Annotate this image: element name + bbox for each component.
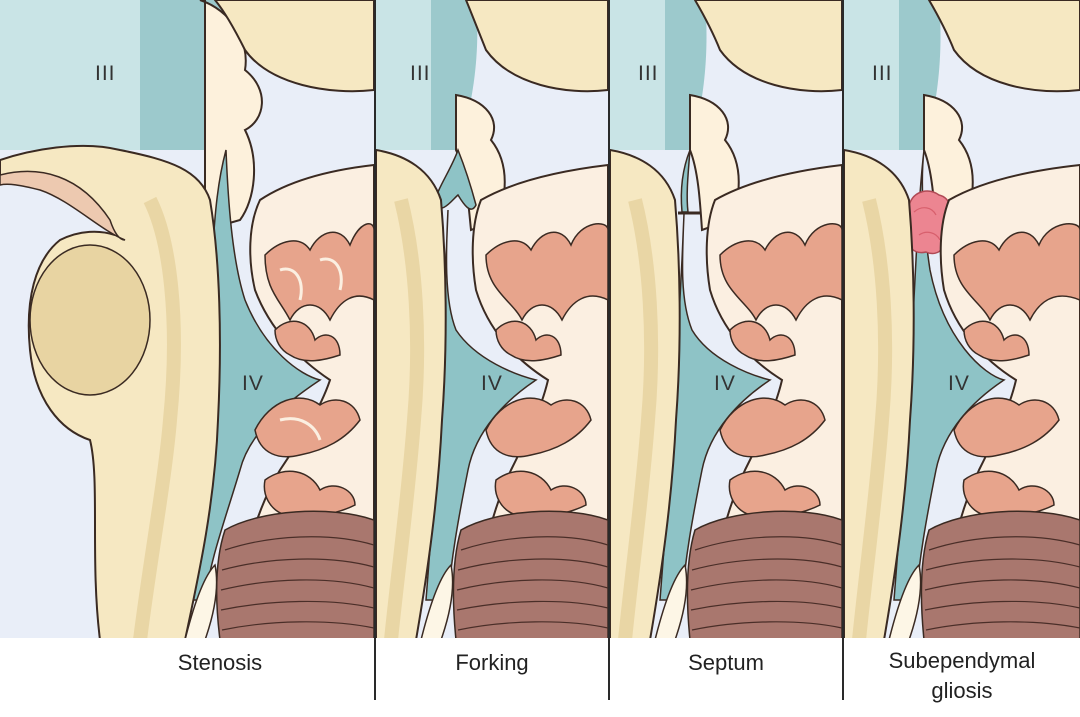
third-ventricle-label: III (638, 62, 659, 85)
fourth-ventricle-label: IV (242, 372, 264, 395)
stenosis-illustration (0, 0, 374, 640)
third-ventricle-label: III (872, 62, 893, 85)
third-ventricle-label: III (410, 62, 431, 85)
panel-subependymal-gliosis: III IV Subependymal gliosis (844, 0, 1080, 717)
fourth-ventricle-label: IV (481, 372, 503, 395)
panel-forking: III IV Forking (376, 0, 608, 717)
third-ventricle-label: III (95, 62, 116, 85)
forking-illustration (376, 0, 608, 640)
panel-caption: Forking (455, 650, 529, 675)
subependymal-gliosis-illustration (844, 0, 1080, 640)
panel-divider (842, 0, 844, 700)
fourth-ventricle-label: IV (948, 372, 970, 395)
panel-divider (374, 0, 376, 700)
panel-septum: III IV Septum (610, 0, 842, 717)
panel-caption: Subependymal gliosis (888, 648, 1036, 703)
panel-stenosis: III IV Stenosis (0, 0, 374, 717)
panel-caption: Septum (688, 650, 764, 675)
panel-divider (608, 0, 610, 700)
septum-illustration (610, 0, 842, 640)
panel-caption: Stenosis (177, 650, 263, 675)
fourth-ventricle-label: IV (714, 372, 736, 395)
